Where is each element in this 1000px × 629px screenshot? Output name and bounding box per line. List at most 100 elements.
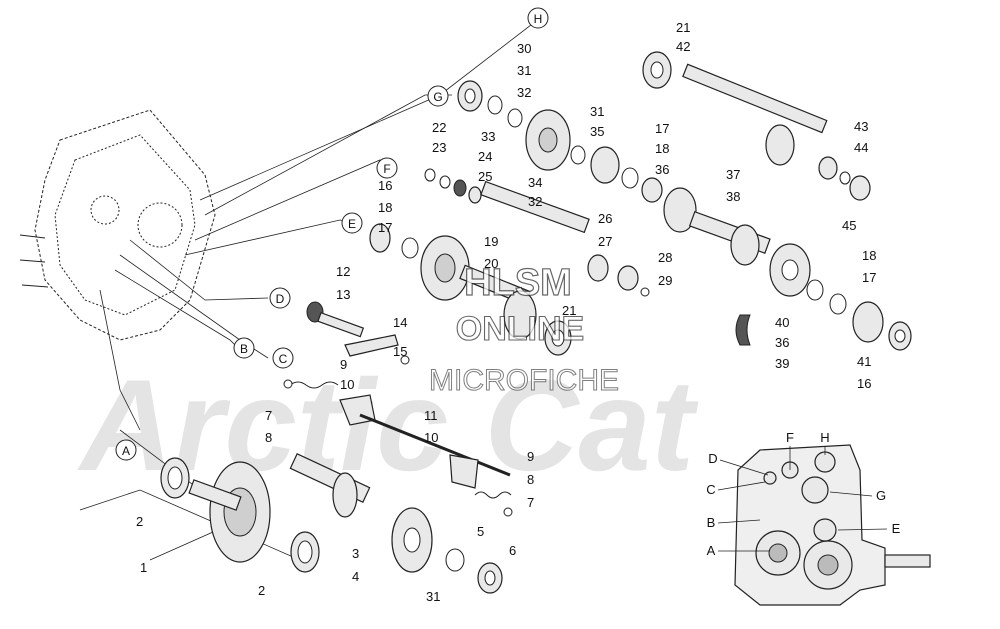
collar-24 — [453, 179, 467, 197]
part-label-37: 37 — [726, 167, 740, 182]
part-label-21: 21 — [676, 20, 690, 35]
washer-17-right — [621, 167, 639, 189]
callout-d-label: D — [276, 292, 285, 306]
part-label-42: 42 — [676, 39, 690, 54]
callout-b-label: B — [240, 342, 248, 356]
callout-e: E — [341, 212, 363, 234]
inset-overview: F H D C G B E A — [706, 430, 931, 606]
part-label-10: 10 — [424, 430, 438, 445]
shaft-42-gear — [765, 124, 795, 166]
callout-g: G — [427, 85, 449, 107]
inset-label-d: D — [708, 451, 717, 466]
washer-17-left — [401, 237, 419, 259]
part-label-24: 24 — [478, 149, 492, 164]
inset-label-a: A — [707, 543, 716, 558]
part-label-10: 10 — [340, 377, 354, 392]
inset-label-b: B — [707, 515, 716, 530]
callout-circles: H G F E D B C A — [115, 7, 549, 461]
callout-f-label: F — [383, 162, 390, 176]
part-label-8: 8 — [265, 430, 272, 445]
inset-label-h: H — [820, 430, 829, 445]
clip-29 — [640, 287, 650, 297]
ring-44 — [839, 171, 851, 185]
part-label-31: 31 — [517, 63, 531, 78]
shift-rod-11 — [359, 413, 511, 477]
callout-h: H — [527, 7, 549, 29]
part-label-21: 21 — [562, 303, 576, 318]
part-label-40: 40 — [775, 315, 789, 330]
spring-9-lower — [474, 491, 512, 499]
part-label-36: 36 — [775, 335, 789, 350]
ring-23 — [439, 175, 451, 189]
ball-7 — [503, 507, 513, 517]
washer-32 — [507, 108, 523, 128]
shift-fork-10-lower — [449, 454, 479, 489]
transmission-housing — [19, 109, 216, 341]
part-label-4: 4 — [352, 569, 359, 584]
part-label-9: 9 — [527, 449, 534, 464]
callout-e-label: E — [348, 217, 356, 231]
part-label-43: 43 — [854, 119, 868, 134]
part-label-14: 14 — [393, 315, 407, 330]
ring-22 — [424, 168, 436, 182]
callout-g-label: G — [433, 90, 442, 104]
part-label-16: 16 — [378, 178, 392, 193]
part-label-17: 17 — [655, 121, 669, 136]
part-label-1: 1 — [140, 560, 147, 575]
part-label-12: 12 — [336, 264, 350, 279]
washer-31 — [487, 95, 503, 115]
part-label-9: 9 — [340, 357, 347, 372]
gear-27 — [587, 254, 609, 282]
part-label-17: 17 — [862, 270, 876, 285]
shaft-42 — [682, 63, 828, 134]
watermark-line-2: ONLINE — [456, 310, 584, 348]
part-label-11: 11 — [424, 408, 438, 423]
part-label-17: 17 — [378, 220, 392, 235]
gear-20 — [503, 290, 537, 340]
sleeve-25 — [468, 186, 482, 204]
washer-32-right — [570, 145, 586, 165]
washer-5 — [445, 548, 465, 572]
part-number-labels: 1 2 2 3 4 5 6 31 7 8 9 10 11 10 9 8 7 12… — [136, 20, 876, 604]
part-label-7: 7 — [265, 408, 272, 423]
callout-c: C — [272, 347, 294, 369]
part-label-18: 18 — [378, 200, 392, 215]
washer-18-right — [806, 279, 824, 301]
part-label-36: 36 — [655, 162, 669, 177]
inset-label-e: E — [892, 521, 901, 536]
hlsm-watermark: HLSM ONLINE MICROFICHE — [429, 261, 620, 397]
part-label-19: 19 — [484, 234, 498, 249]
part-label-2: 2 — [258, 583, 265, 598]
part-label-15: 15 — [393, 344, 407, 359]
gear-41 — [852, 301, 884, 343]
part-label-29: 29 — [658, 273, 672, 288]
callout-f: F — [376, 157, 398, 179]
bearing-16-left — [369, 223, 391, 253]
part-label-8: 8 — [527, 472, 534, 487]
part-label-34: 34 — [528, 175, 542, 190]
part-label-5: 5 — [477, 524, 484, 539]
spring-9-upper — [289, 381, 339, 389]
part-label-39: 39 — [775, 356, 789, 371]
part-label-31: 31 — [590, 104, 604, 119]
callout-a: A — [115, 439, 137, 461]
shaft-13 — [317, 312, 365, 338]
part-label-2: 2 — [136, 514, 143, 529]
clip-15 — [400, 355, 410, 365]
part-label-6: 6 — [509, 543, 516, 558]
gear-28 — [617, 265, 639, 291]
part-label-22: 22 — [432, 120, 446, 135]
upper-shafts — [457, 51, 871, 266]
part-label-44: 44 — [854, 140, 868, 155]
part-label-20: 20 — [484, 256, 498, 271]
callout-d: D — [269, 287, 291, 309]
part-label-41: 41 — [857, 354, 871, 369]
right-lower-cluster — [735, 243, 912, 351]
bearing-45 — [849, 175, 871, 201]
part-label-13: 13 — [336, 287, 350, 302]
callout-h-label: H — [534, 12, 543, 26]
washer-17-right2 — [829, 293, 847, 315]
part-label-32: 32 — [517, 85, 531, 100]
mid-shafts — [306, 168, 650, 365]
part-label-18: 18 — [655, 141, 669, 156]
